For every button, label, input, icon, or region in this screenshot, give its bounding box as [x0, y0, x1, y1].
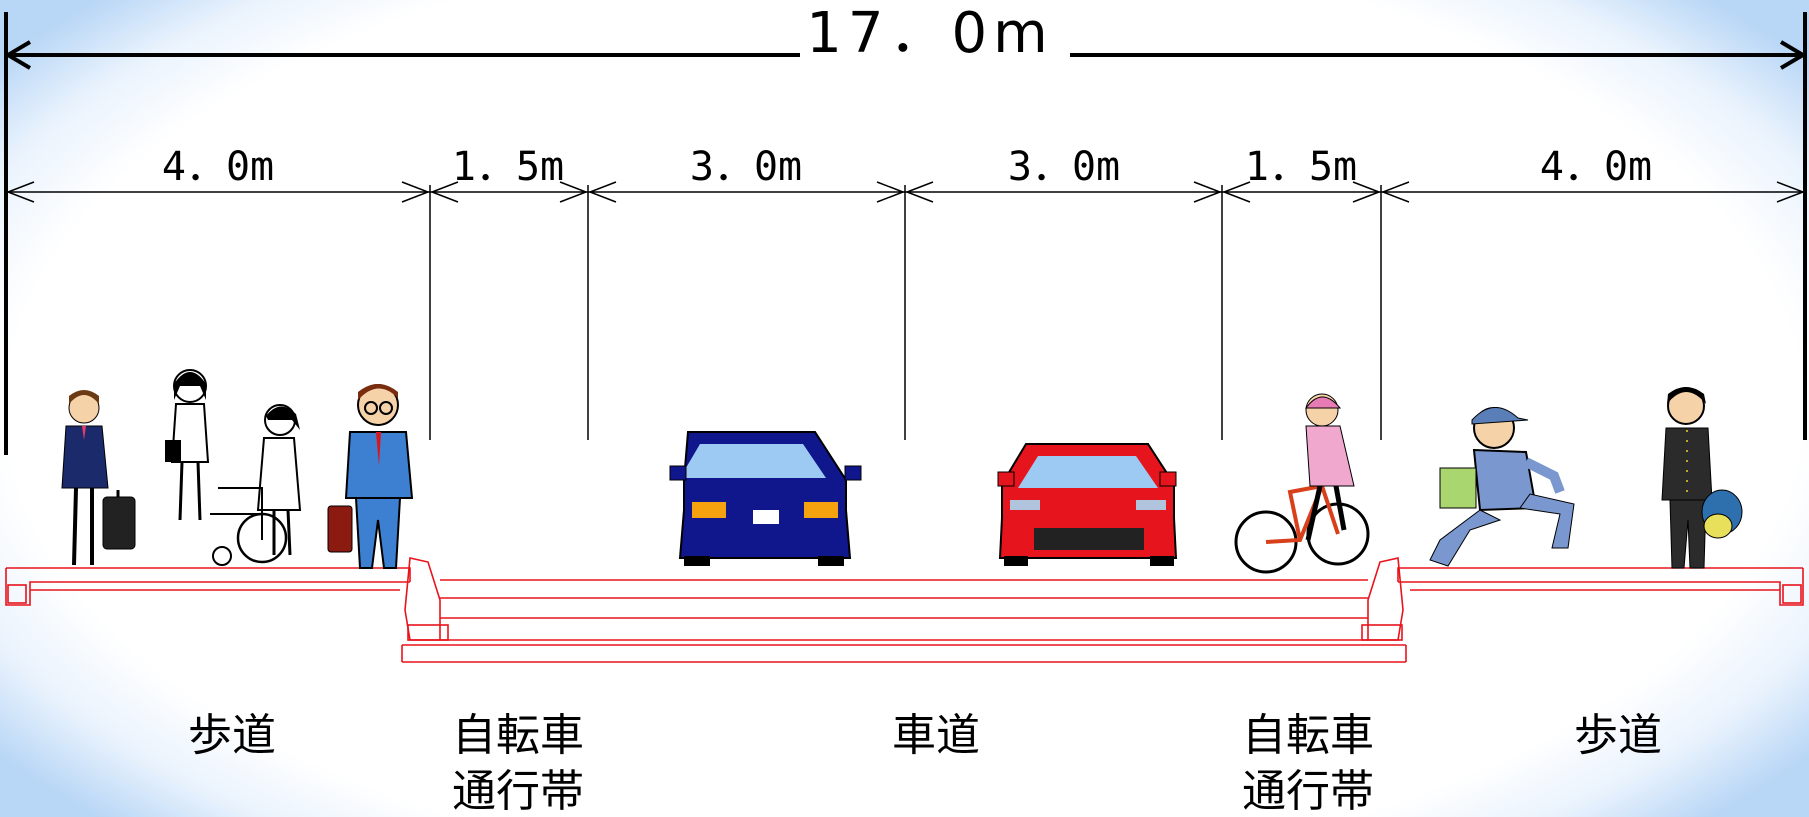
pedestrian-woman-icon — [165, 369, 210, 521]
student-icon — [1661, 387, 1743, 569]
dim-label-bike-right: 1．5m — [1245, 144, 1357, 190]
zone-label-sidewalk-left: 歩道 — [188, 710, 276, 761]
dim-label-bike-left: 1．5m — [452, 144, 564, 190]
wheelchair-caregiver-icon — [210, 404, 302, 566]
dim-label-sidewalk-left: 4．0m — [162, 144, 274, 190]
zone-label-bike-right-2: 通行帯 — [1242, 766, 1374, 817]
blue-car-icon — [669, 431, 862, 566]
dim-label-sidewalk-right: 4．0m — [1540, 144, 1652, 190]
dim-label-lane-left: 3．0m — [690, 144, 802, 190]
businessman-icon — [327, 384, 414, 569]
zone-label-roadway: 車道 — [892, 710, 980, 761]
zone-label-bike-left-1: 自転車 — [452, 710, 584, 761]
road-structure — [5, 557, 1804, 663]
zone-label-bike-left-2: 通行帯 — [452, 766, 584, 817]
delivery-runner-icon — [1429, 407, 1575, 567]
total-width-label: 17．0m — [806, 1, 1053, 66]
total-width-dimension: 17．0m — [4, 0, 1807, 455]
pedestrian-flight-attendant-icon — [61, 390, 136, 566]
zone-label-bike-right-1: 自転車 — [1242, 710, 1374, 761]
dim-label-lane-right: 3．0m — [1008, 144, 1120, 190]
red-car-icon — [997, 443, 1178, 566]
segment-dimensions — [5, 181, 1806, 440]
zone-label-sidewalk-right: 歩道 — [1574, 710, 1662, 761]
cyclist-icon — [1234, 393, 1370, 574]
